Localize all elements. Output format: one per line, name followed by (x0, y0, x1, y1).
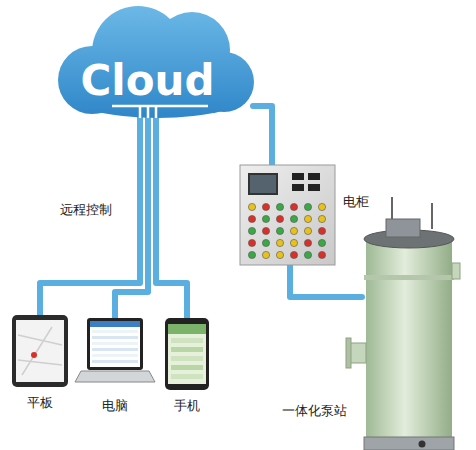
tablet-frame (12, 315, 68, 387)
screen-header (168, 324, 206, 334)
cabinet-screen (248, 173, 278, 195)
outlet-pipe (452, 263, 460, 279)
cabinet-button (304, 227, 311, 234)
cabinet-button (262, 239, 269, 246)
cabinet-button (304, 251, 311, 258)
cloud-underline (112, 106, 208, 118)
laptop-screen (90, 321, 140, 367)
cabinet-button (318, 227, 325, 234)
cabinet-button (262, 227, 269, 234)
screen-row (171, 338, 203, 343)
screen-row (92, 360, 138, 363)
cable-tube (290, 265, 362, 297)
laptop-base (75, 371, 155, 382)
node-label: 电脑 (75, 397, 155, 415)
screen-row (92, 342, 138, 345)
phone-node: 手机 (163, 318, 211, 410)
laptop-lid (87, 318, 143, 370)
cabinet-node: 电柜 (240, 165, 335, 265)
laptop-node: 电脑 (75, 318, 155, 410)
inlet-pipe (350, 343, 366, 363)
screen-row (171, 365, 203, 370)
screen-row (92, 354, 138, 357)
cabinet-button (276, 215, 283, 222)
cabinet-meter (308, 184, 320, 191)
cable-tube (253, 106, 272, 165)
cabinet-button (262, 215, 269, 222)
map-pin (31, 352, 37, 358)
phone-outline (163, 318, 211, 410)
node-label: 平板 (12, 394, 68, 412)
phone-frame (165, 318, 209, 390)
laptop-outline (75, 318, 155, 410)
cabinet-button (318, 203, 325, 210)
cabinet-meter (292, 173, 304, 180)
lid-rod (431, 203, 433, 229)
screen-row (92, 330, 138, 333)
cabinet-button (304, 239, 311, 246)
screen-row (171, 374, 203, 379)
node-label: 手机 (163, 397, 211, 415)
cabinet-meter (292, 184, 304, 191)
cabinet-button (276, 251, 283, 258)
pump-node: 一体化泵站 (360, 215, 460, 450)
pump-body (366, 241, 452, 441)
pump-outline (360, 215, 460, 450)
cabinet-button (290, 203, 297, 210)
cabinet-button (304, 215, 311, 222)
body-ring (364, 275, 454, 280)
phone-screen (168, 324, 206, 384)
cabinet-button (276, 239, 283, 246)
cabinet-button (248, 239, 255, 246)
cabinet-button (318, 215, 325, 222)
cabinet-button (276, 203, 283, 210)
inlet-flange (346, 338, 351, 368)
screen-row (171, 356, 203, 361)
node-label: 电柜 (343, 193, 369, 211)
tablet-node: 平板 (12, 315, 68, 410)
cabinet-button (248, 251, 255, 258)
annotation-label: 远程控制 (60, 201, 112, 219)
cabinet-button (248, 203, 255, 210)
cloud-node: Cloud (40, 0, 255, 118)
cabinet-button (304, 203, 311, 210)
cable-tube (156, 116, 187, 318)
cabinet-button (248, 215, 255, 222)
cable-tube (115, 116, 148, 318)
drain-hole (419, 441, 426, 448)
screen-header (90, 321, 140, 327)
cabinet-button (262, 203, 269, 210)
cabinet-outline (240, 165, 335, 265)
tablet-screen (16, 320, 64, 382)
cabinet-body (240, 165, 335, 265)
cabinet-screen (250, 175, 276, 193)
node-label: 一体化泵站 (282, 402, 347, 420)
cabinet-button (248, 227, 255, 234)
screen-row (171, 347, 203, 352)
map-road (18, 327, 62, 375)
cabinet-button (262, 251, 269, 258)
cabinet-button (290, 251, 297, 258)
cloud-title: Cloud (40, 56, 255, 105)
screen-row (92, 348, 138, 351)
cabinet-button (290, 239, 297, 246)
cabinet-button (276, 227, 283, 234)
cabinet-button (290, 227, 297, 234)
cabinet-button (318, 239, 325, 246)
cabinet-meter (308, 173, 320, 180)
screen-row (92, 336, 138, 339)
cable-tube (40, 116, 140, 315)
pump-base (364, 437, 454, 450)
cabinet-button (290, 215, 297, 222)
lid-hatch (386, 219, 420, 237)
cabinet-button (318, 251, 325, 258)
